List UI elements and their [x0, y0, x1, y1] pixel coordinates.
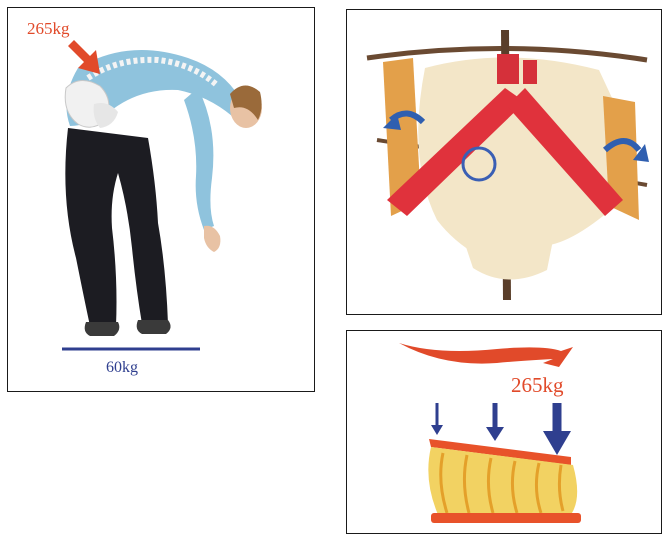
disc-compression-illustration [347, 331, 662, 534]
bending-person-illustration [8, 8, 315, 392]
disc-load-label: 265kg [511, 375, 564, 396]
vertebra-model-panel [346, 9, 662, 315]
vertebra-model-illustration [347, 10, 662, 315]
bending-posture-panel: 265kg 60kg [7, 7, 315, 392]
body-weight-label: 60kg [106, 360, 138, 376]
disc-load-panel: 265kg [346, 330, 662, 534]
lumbar-load-label: 265kg [27, 20, 70, 37]
